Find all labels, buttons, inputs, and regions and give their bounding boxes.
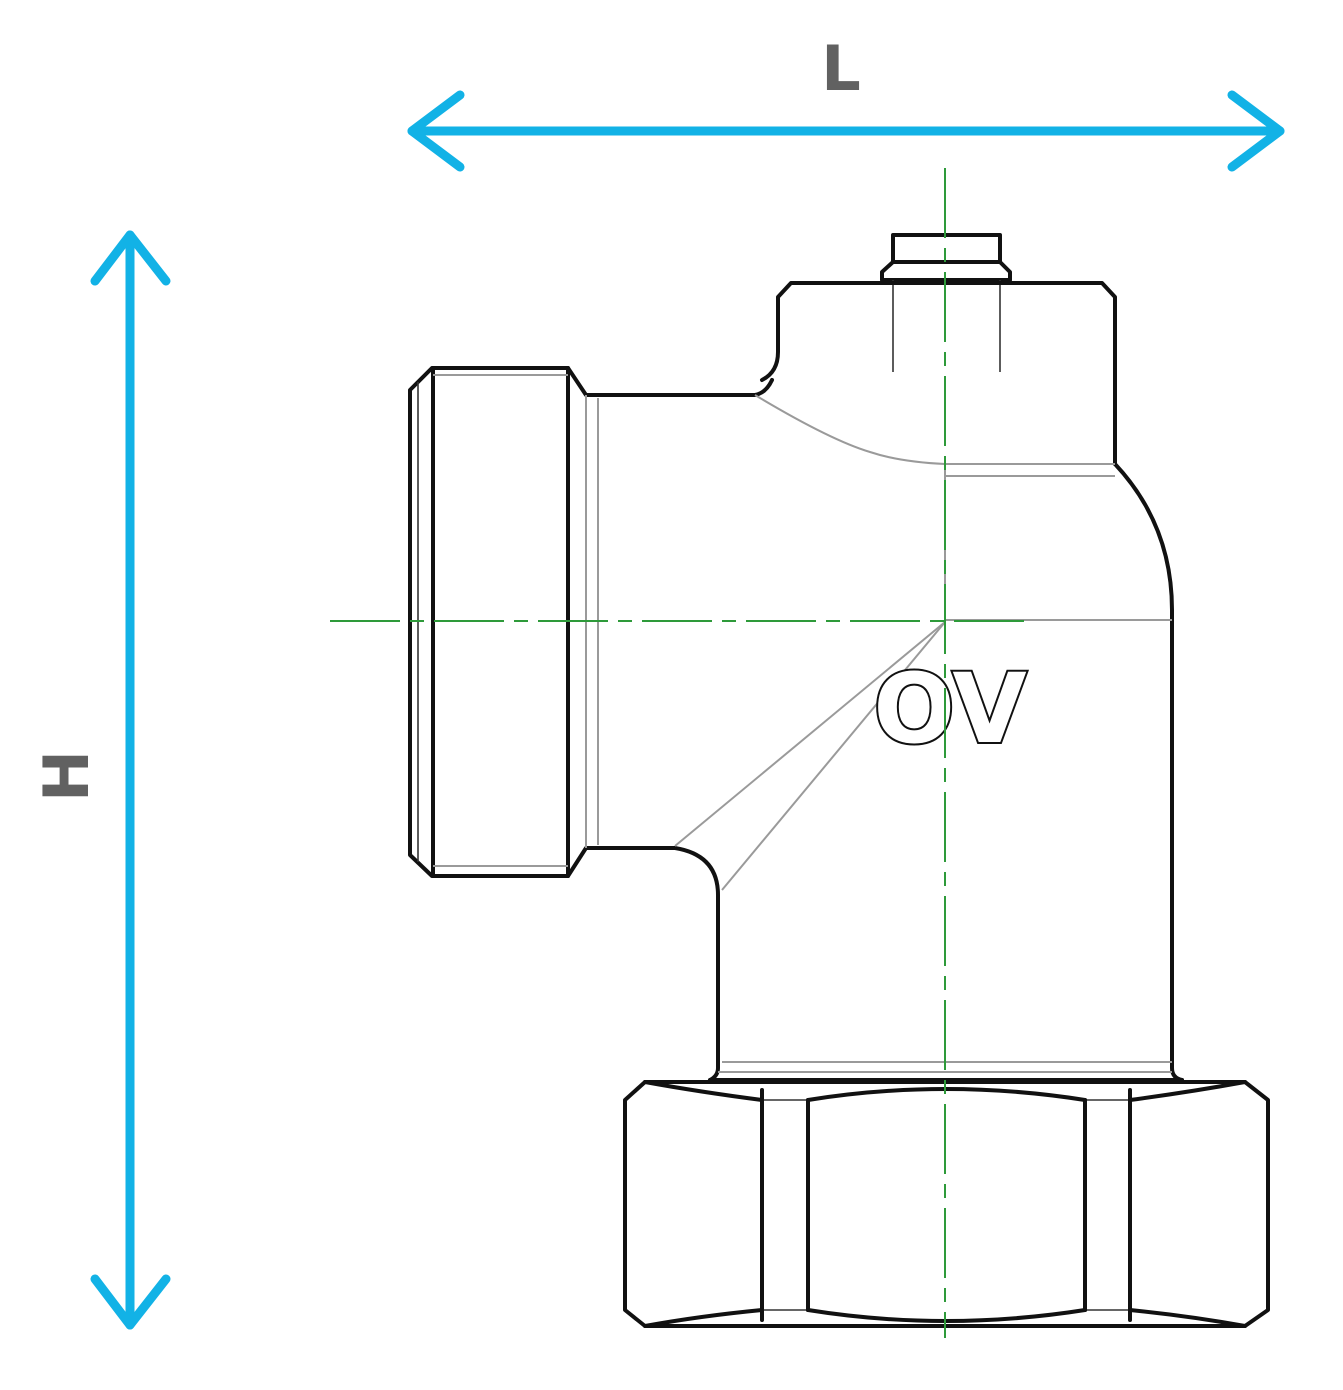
valve-body: OV <box>408 233 1270 1328</box>
body-marking: OV <box>873 653 1026 765</box>
length-dimension-arrow <box>407 90 1285 172</box>
hex-nut <box>623 1078 1270 1328</box>
height-dimension-arrow <box>90 230 171 1330</box>
spindle-cap <box>880 233 1012 372</box>
height-label: H <box>30 750 103 802</box>
length-label: L <box>821 32 861 105</box>
centerlines <box>330 168 1030 1338</box>
